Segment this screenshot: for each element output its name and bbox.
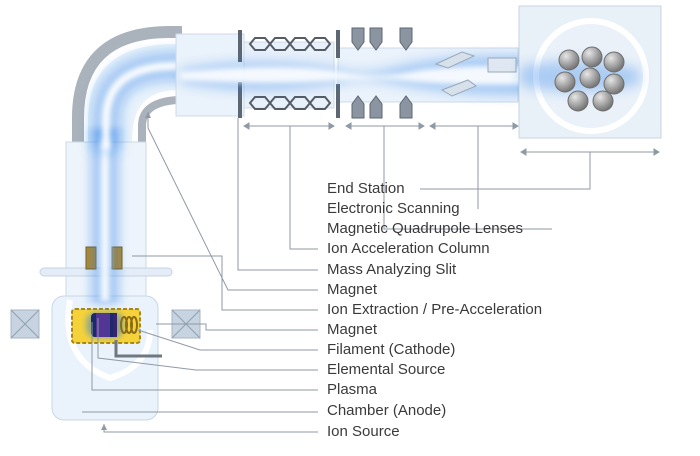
wafers — [554, 46, 625, 112]
label-mass-analyzing-slit: Mass Analyzing Slit — [327, 261, 457, 278]
scan-plate-bottom — [440, 79, 477, 97]
leader-lines — [82, 112, 591, 433]
label-magnet-upper: Magnet — [327, 281, 378, 298]
leader-arrowheads — [101, 112, 151, 430]
source-chamber-arc — [65, 299, 153, 382]
label-magnet-lower: Magnet — [327, 321, 378, 338]
filament-cylinder — [91, 313, 117, 337]
scan-aperture — [487, 57, 517, 73]
label-ion-extraction: Ion Extraction / Pre-Acceleration — [327, 301, 543, 318]
bend-beam-core — [102, 62, 240, 150]
label-end-station: End Station — [327, 180, 405, 197]
label-elemental-source: Elemental Source — [327, 361, 446, 378]
label-chamber: Chamber (Anode) — [327, 402, 447, 419]
label-plasma: Plasma — [327, 381, 378, 398]
filament-coil — [120, 316, 138, 334]
label-magnetic-quadrupole-lenses: Magnetic Quadrupole Lenses — [327, 220, 523, 237]
label-electronic-scanning: Electronic Scanning — [327, 200, 460, 217]
acceleration-coils-top — [248, 37, 332, 51]
quadrupole-lenses-top — [351, 27, 413, 51]
magnet-box-left — [10, 309, 40, 339]
filament-feed — [114, 340, 162, 358]
label-ion-acceleration-column: Ion Acceleration Column — [327, 240, 490, 257]
bend-pipe-outer — [72, 26, 182, 150]
acceleration-coils-bottom — [248, 96, 332, 110]
vertical-beam-core — [100, 140, 110, 302]
label-filament: Filament (Cathode) — [327, 341, 456, 358]
bend-pipe-inner — [138, 96, 179, 148]
scan-plate-top — [434, 51, 476, 69]
quadrupole-lenses-bottom — [351, 95, 413, 119]
label-ion-source: Ion Source — [327, 423, 400, 440]
